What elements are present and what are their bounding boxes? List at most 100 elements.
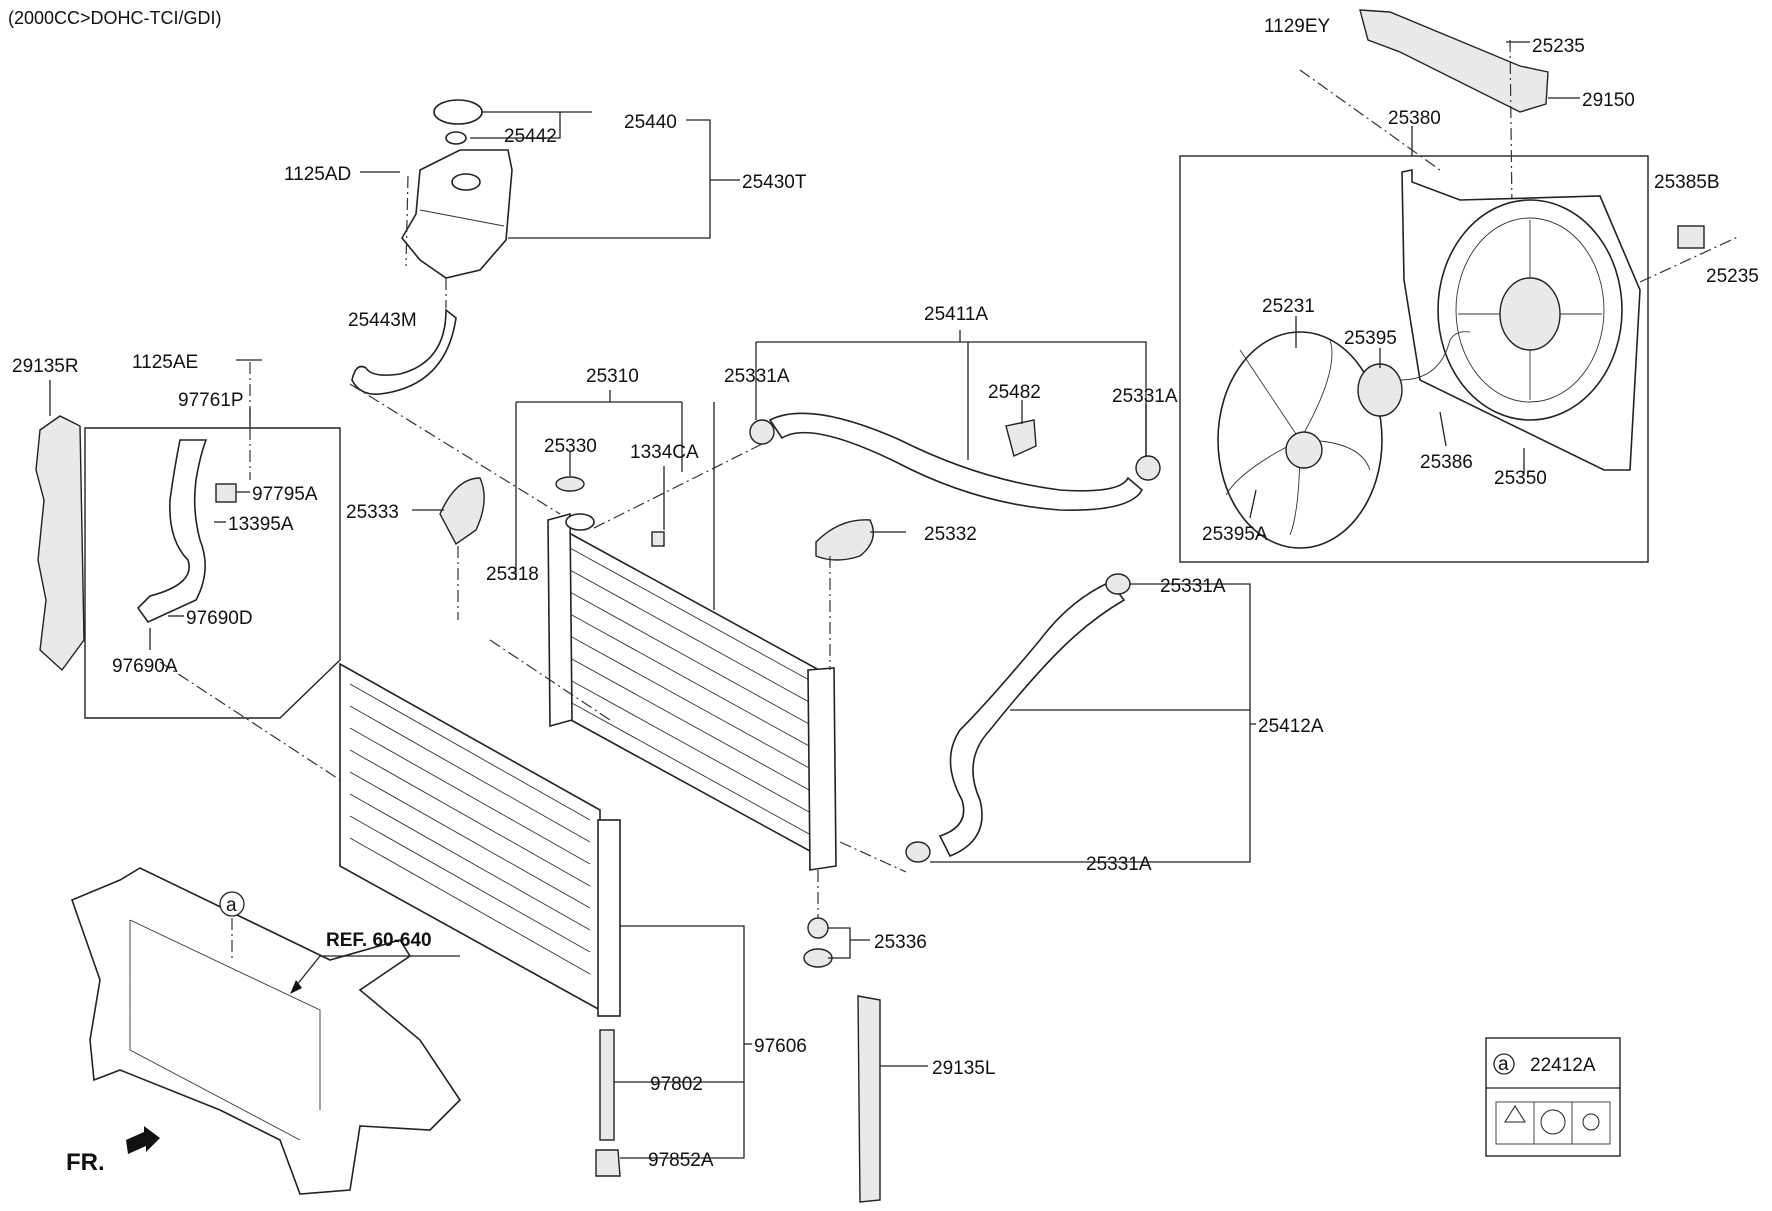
front-arrow-icon [126,1126,160,1154]
label-25331A-1: 25331A [724,366,790,387]
label-25395A: 25395A [1202,524,1268,545]
warning-triangle-icon [1504,1105,1526,1123]
reservoir-tank-25430T [401,149,513,279]
label-97802: 97802 [650,1074,703,1095]
label-25443M: 25443M [348,310,417,331]
reservoir-cap-25440 [433,99,483,125]
ref-note: REF. 60-640 [326,930,432,951]
label-25412A: 25412A [1258,716,1324,737]
hose-clamp-25331A-upper-left [749,419,775,445]
radiator-25310 [349,383,874,968]
label-97690D: 97690D [186,608,253,629]
air-guard-29135L [857,995,881,1203]
legend-frame [1485,1037,1621,1157]
radiator-cap-25330 [555,476,585,492]
front-marker: FR. [66,1149,105,1176]
drier-cap-97852A [595,1149,621,1177]
ac-pipe-97761P [136,439,208,624]
label-25310: 25310 [586,366,639,387]
callout-a-label: a [226,895,237,916]
label-25235-top: 25235 [1532,36,1585,57]
legend-callout-circle [1493,1053,1515,1075]
label-25350: 25350 [1494,468,1547,489]
lower-hose-25412A [839,573,1131,873]
upper-mount-25332 [815,519,874,561]
condenser-97606 [339,662,621,1177]
cap-seal-25442 [445,131,467,145]
leader-lines [49,41,1580,1159]
desiccant-97802 [599,1029,615,1141]
lower-hose-body [938,581,1126,858]
lower-insulator-lower [803,948,833,968]
no-open-hot-icon [1540,1109,1566,1135]
upper-bracket-29150 [1359,9,1549,113]
label-25331A-2: 25331A [1112,386,1178,407]
fan-assembly-frame [1179,155,1649,563]
ac-pipe-frame [84,427,341,719]
fan-shroud-assembly [1179,9,1741,563]
radiator-filler-neck [565,513,595,531]
reservoir-tank-assembly [351,99,513,396]
legend-box: a 22412A [1485,1037,1621,1157]
label-29150: 29150 [1582,90,1635,111]
label-25395: 25395 [1344,328,1397,349]
label-25385B: 25385B [1654,172,1720,193]
burn-hazard-icon [1582,1113,1600,1131]
air-guard-29135R [35,415,85,672]
label-97761P: 97761P [178,390,244,411]
hose-clamp-25331A-lower-bottom [905,841,931,863]
label-25411A: 25411A [924,304,988,325]
label-25331A-3: 25331A [1160,576,1226,597]
radiator-right-tank [807,667,837,871]
warning-label-22412A [1495,1101,1611,1145]
label-25333: 25333 [346,502,399,523]
label-25330: 25330 [544,436,597,457]
label-97795A: 97795A [252,484,318,505]
label-25235-right: 25235 [1706,266,1759,287]
hose-clamp-25331A-lower-top [1105,573,1131,595]
fan-motor-25386 [1357,363,1403,417]
label-97852A: 97852A [648,1150,714,1171]
label-13395A: 13395A [228,514,294,535]
part-labels: 1129EY 25235 29150 25380 25385B 25235 25… [12,16,1759,1171]
label-29135R: 29135R [12,356,79,377]
label-25440: 25440 [624,112,677,133]
label-25380: 25380 [1388,108,1441,129]
label-25332: 25332 [924,524,977,545]
label-97690A: 97690A [112,656,178,677]
lower-insulator-upper [807,917,829,939]
label-1334CA: 1334CA [630,442,699,463]
legend-callout-label: a [1498,1054,1509,1075]
label-1125AE: 1125AE [132,352,198,373]
upper-mount-25333 [439,477,485,546]
label-25331A-4: 25331A [1086,854,1152,875]
ac-pipe-assembly [84,362,341,781]
label-25318: 25318 [486,564,539,585]
label-1129EY: 1129EY [1264,16,1331,37]
label-1125AD: 1125AD [284,164,351,185]
carrier-body [70,867,462,1195]
upper-hose-25411A [589,412,1161,531]
receiver-drier-tank [597,819,621,1017]
overflow-hose-25443M [351,308,457,396]
label-25442: 25442 [504,126,557,147]
label-25386: 25386 [1420,452,1473,473]
drain-plug-1334CA [651,531,665,547]
connector-25385B [1677,225,1705,249]
label-25336: 25336 [874,932,927,953]
label-25231: 25231 [1262,296,1315,317]
legend-part-number: 22412A [1530,1055,1596,1076]
front-end-carrier: a REF. 60-640 FR. [66,867,462,1195]
upper-hose-body [768,412,1144,511]
label-97606: 97606 [754,1036,807,1057]
label-29135L: 29135L [932,1058,995,1079]
label-25482: 25482 [988,382,1041,403]
label-25430T: 25430T [742,172,807,193]
radiator-left-tank [547,512,573,728]
engine-spec-header: (2000CC>DOHC-TCI/GDI) [8,8,222,28]
hose-clamp-25331A-upper-right [1135,455,1161,481]
hose-bracket-25482 [1005,419,1037,457]
clip-97795A [215,483,237,503]
callout-a-circle [219,891,245,917]
